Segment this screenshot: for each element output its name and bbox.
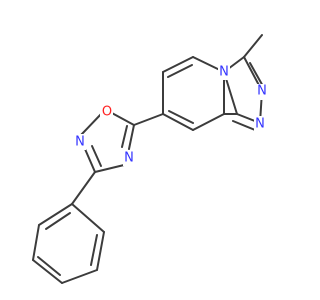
atom-n-oxadiazole-left: N <box>75 135 85 150</box>
bond-oxadiazole-N2-c3-double <box>91 145 102 167</box>
bond-pyridine-to-oxadiazole <box>133 113 164 126</box>
atom-n-oxadiazole-bottom: N <box>124 151 134 166</box>
bond-phenyl-3-4 <box>61 269 98 284</box>
bond-oxadiazole-N4-c5-double <box>121 125 128 148</box>
bond-c7-c8 <box>162 113 194 131</box>
bond-c5-c6-double <box>167 64 193 78</box>
atom-n-triazole-top: N <box>257 84 267 99</box>
bond-c7-c8-double <box>168 110 194 124</box>
bond-phenyl-2-3-double <box>90 234 98 266</box>
bond-oxadiazole-to-phenyl <box>71 171 96 205</box>
bond-phenyl-4-5 <box>32 259 63 284</box>
atom-bg-n-triazole-bottom <box>254 116 266 132</box>
bond-triazole-N-to-fused-c-double <box>232 120 256 131</box>
bond-oxadiazole-c3-N4 <box>94 164 125 173</box>
bond-phenyl-2-3 <box>96 231 105 271</box>
bond-phenyl-1-2 <box>71 203 105 233</box>
atom-bg-n-bridgehead <box>218 64 230 80</box>
bond-c8-fused-c <box>192 113 225 131</box>
molecule-structure: N N N O N N <box>32 34 268 284</box>
atom-bg-n-oxadiazole-bottom <box>123 150 135 166</box>
atom-n-bridgehead: N <box>219 65 229 80</box>
atom-bg-n-triazole-top <box>256 84 268 100</box>
bond-oxadiazole-N2-c3 <box>84 148 96 173</box>
bond-phenyl-6-1 <box>38 203 73 226</box>
atom-bg-o-oxadiazole <box>100 104 113 120</box>
atom-n-triazole-bottom: N <box>255 117 265 132</box>
bond-phenyl-6-1-double <box>45 212 71 230</box>
bond-oxadiazole-N4-c5 <box>128 124 135 150</box>
bond-methyl <box>243 34 263 58</box>
bond-triazole-c-to-N-top-double <box>249 62 265 89</box>
bond-phenyl-5-6 <box>32 224 40 261</box>
bond-phenyl-4-5-double <box>37 256 61 276</box>
bond-c5-c6 <box>162 56 194 73</box>
atom-o-oxadiazole: O <box>102 105 112 120</box>
bond-oxadiazole-c5-O <box>109 111 135 126</box>
atom-bg-n-oxadiazole-left <box>74 134 86 150</box>
bond-oxadiazole-O-N2 <box>80 111 104 136</box>
